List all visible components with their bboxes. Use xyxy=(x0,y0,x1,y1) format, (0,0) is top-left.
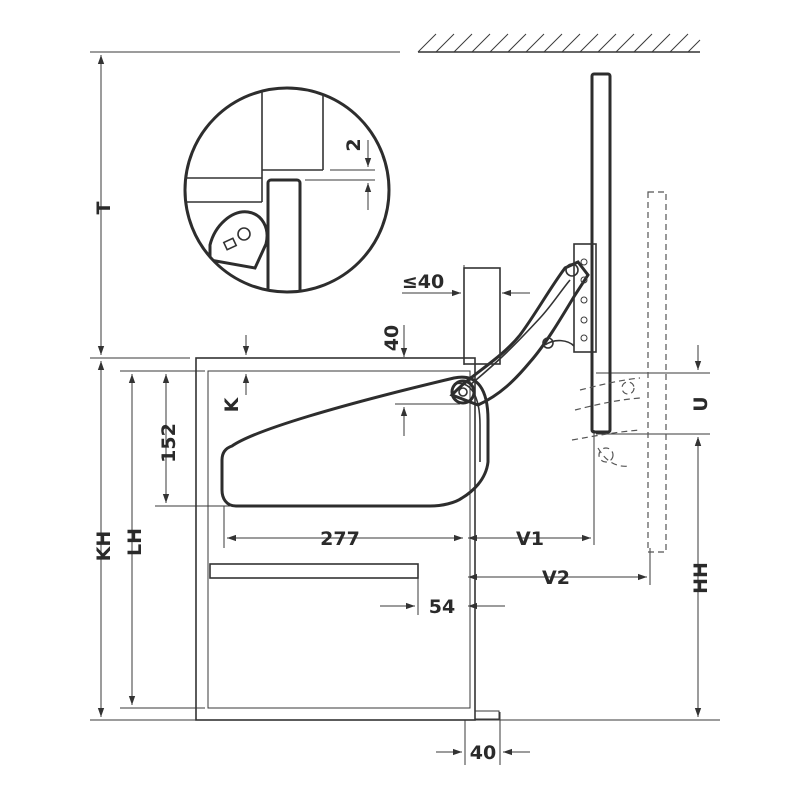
lift-mechanism xyxy=(220,375,490,508)
extension-lines xyxy=(90,51,720,765)
dimension-labels: T KH LH 152 K 40 2 U HH 277 V1 V2 54 40 … xyxy=(93,138,712,764)
ceiling xyxy=(417,33,701,53)
bottom-pin xyxy=(474,710,500,720)
ghost-door xyxy=(571,191,667,553)
upper-block xyxy=(463,267,501,365)
detail-zoom-circle xyxy=(183,86,391,294)
cabinet xyxy=(195,357,500,721)
label-152: 152 xyxy=(158,423,180,463)
label-V1: V1 xyxy=(516,528,544,550)
label-40-bottom: 40 xyxy=(470,742,496,764)
door xyxy=(542,72,612,434)
label-T: T xyxy=(93,201,115,214)
label-LH: LH xyxy=(124,528,146,556)
label-V2: V2 xyxy=(542,567,570,589)
label-2: 2 xyxy=(343,138,365,151)
door-mounting-plate xyxy=(573,243,597,353)
arm-upper-pivot xyxy=(565,263,579,277)
shelf xyxy=(209,563,419,579)
label-KH: KH xyxy=(93,531,115,562)
label-U: U xyxy=(690,396,712,411)
label-40-vertical: 40 xyxy=(381,325,403,351)
dimension-arrows xyxy=(97,55,702,756)
label-K: K xyxy=(221,396,243,412)
lift-arm xyxy=(449,260,590,407)
label-le40: ≤40 xyxy=(402,271,444,293)
label-HH: HH xyxy=(690,562,712,594)
label-277: 277 xyxy=(320,528,360,550)
arm-pivot xyxy=(450,379,476,405)
label-54: 54 xyxy=(429,596,455,618)
